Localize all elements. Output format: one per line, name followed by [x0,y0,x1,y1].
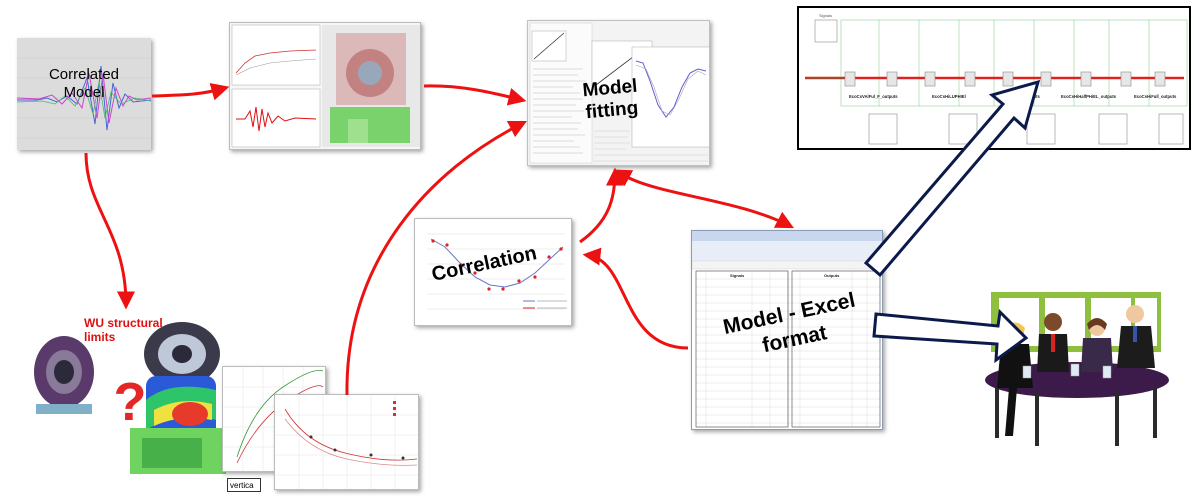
person-center-left [1037,313,1069,372]
model-fitting-panel: Model fitting [527,20,710,166]
time-history-cad-panel [229,22,421,150]
signals-title: Signals [819,13,832,18]
excel-header-outputs: Outputs [824,273,840,278]
person-right [1117,305,1155,368]
upper-time-plot [231,24,321,86]
predicted-curve [430,238,564,288]
signals-block-diagram: Signals EcoCsVAlFul_F_outputs EcoCsHiLUP… [797,6,1191,150]
cad-housing-1 [34,336,94,414]
fitting-frf-plot [631,46,709,148]
correlated-model-thumbnail: Correlated Model [17,38,151,150]
curve-sheet-front [274,394,419,490]
excel-ribbon-tabs [692,231,882,241]
arrow-excel-to-correlation [582,247,689,350]
excel-ribbon [692,241,882,261]
svg-text:?: ? [114,372,147,432]
output-label-1: EcoCsVAlFul_F_outputs [849,94,898,99]
arrow-model-to-wu [84,152,135,310]
output-label-3: EcoCsHiHalf_outputs [997,94,1040,99]
excel-header-signals: Signals [730,273,745,278]
meeting-people-clipart [975,288,1175,453]
arrow-fitting-excel [613,169,794,229]
cad-housing-2 [144,322,220,386]
correlation-chart-panel: Correlation [414,218,572,326]
output-label-5: EcoCsHiFull_outputs [1134,94,1177,99]
arrow-correlation-to-fitting [579,167,624,244]
stress-contour-model [130,376,226,474]
arrow-timehistory-to-fitting [423,84,527,106]
vertical-tag: vertica [227,478,261,492]
wu-structural-cad: ? WU structural limits [30,310,230,490]
waveform-plot [17,57,151,139]
output-label-2: EcoCsHiLUPHIEl [932,94,966,99]
arrow-model-to-timehistory [151,82,230,101]
person-center-right [1081,318,1113,372]
excel-sheet-panel: Signals Outputs Model - Excel format [691,230,883,430]
output-label-4: EcoCsHiHalfPHiEL_outputs [1061,94,1117,99]
